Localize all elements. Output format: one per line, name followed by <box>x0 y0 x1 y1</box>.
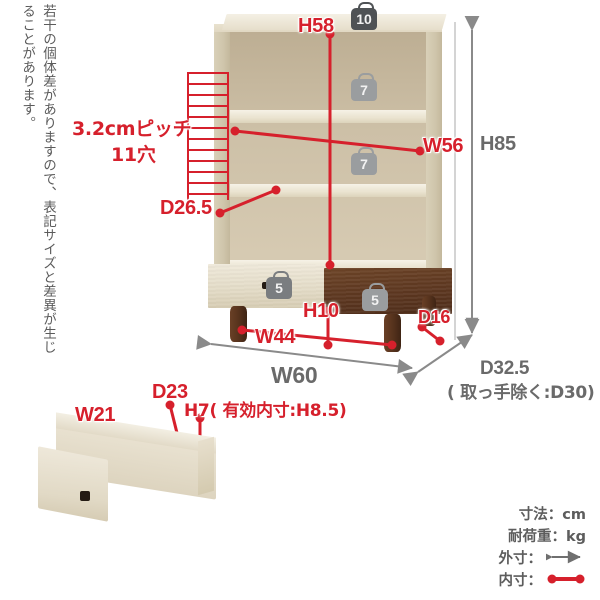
dim-label-w56: W56 <box>423 135 464 157</box>
dim-label-d23: D23 <box>152 381 188 403</box>
dim-label-w44: W44 <box>255 326 296 348</box>
dim-h85-arrow <box>454 16 480 340</box>
dim-label-d325-note: ( 取っ手除く:D30) <box>447 383 595 403</box>
legend-row-unit: 寸法：cm <box>466 502 586 524</box>
cabinet-body <box>214 32 442 280</box>
load-badge-left-drawer: 5 <box>264 270 294 300</box>
legend-row-outer: 外寸： <box>466 546 586 568</box>
legend-unit-label: 寸法：cm <box>518 506 586 523</box>
drawer-detail-right-side <box>198 436 214 496</box>
disclaimer-note: 若干の個体差がありますので、表記サイズと差異が生じることがあります。 <box>19 4 56 354</box>
shelf-pitch-ladder-icon <box>187 72 229 200</box>
dim-label-w21: W21 <box>75 404 116 426</box>
leg-front-right <box>384 314 401 352</box>
drawer-detail-handle[interactable] <box>80 491 90 501</box>
dim-label-w60: W60 <box>271 362 318 388</box>
cabinet-right-side <box>426 32 442 280</box>
load-badge-upper-shelf: 7 <box>349 72 379 102</box>
shelf-board-upper <box>230 110 426 123</box>
legend-row-load: 耐荷重：kg <box>466 524 586 546</box>
cabinet-top-panel <box>222 14 447 30</box>
drawer-detail-illustration <box>38 412 268 535</box>
load-badge-lower-shelf: 7 <box>349 146 379 176</box>
legend-outer-label: 外寸： <box>498 550 543 567</box>
legend-load-label: 耐荷重：kg <box>507 528 586 545</box>
shelf-pitch-label-line1: 3.2cmピッチ <box>72 118 192 140</box>
leg-rear-right <box>422 296 436 326</box>
load-badge-right-drawer: 5 <box>360 282 390 312</box>
shelf-pitch-label-line2: 11穴 <box>111 144 156 166</box>
cabinet-illustration: 10 7 7 5 5 <box>206 2 456 352</box>
red-dot-line-icon <box>546 572 586 586</box>
load-badge-top: 10 <box>349 1 379 31</box>
dim-label-d265: D26.5 <box>160 197 212 219</box>
dim-label-h7: H7( 有効内寸:H8.5) <box>184 401 347 421</box>
dim-label-h58: H58 <box>298 15 334 37</box>
dim-label-h10: H10 <box>303 300 339 322</box>
drawer-detail-front-panel <box>38 446 108 522</box>
legend: 寸法：cm 耐荷重：kg 外寸： 内寸： <box>466 502 587 590</box>
dim-label-d16: D16 <box>418 307 451 327</box>
shelf-board-lower <box>230 184 426 197</box>
dim-label-h85: H85 <box>480 133 516 155</box>
legend-row-inner: 内寸： <box>466 568 586 590</box>
gray-double-arrow-icon <box>546 550 586 564</box>
dim-label-d325: D32.5 <box>480 358 530 379</box>
legend-inner-label: 内寸： <box>498 572 543 589</box>
cabinet-interior <box>230 32 426 280</box>
leg-front-left <box>230 306 247 342</box>
